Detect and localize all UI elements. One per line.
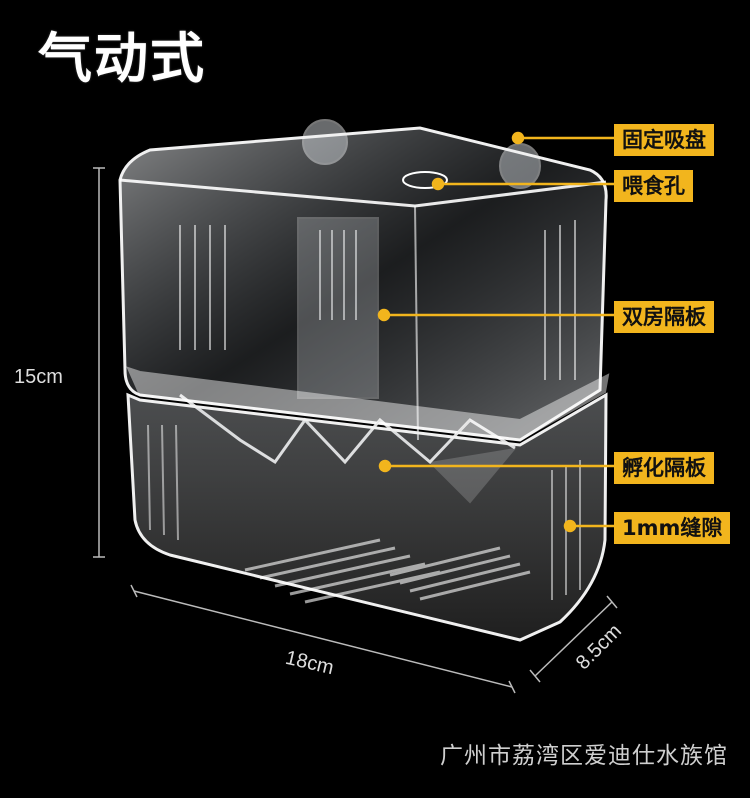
callout-lines: [377, 131, 614, 533]
hatch-divider-label: 孵化隔板: [614, 452, 714, 484]
suction-cup-label: 固定吸盘: [614, 124, 714, 156]
page-title: 气动式: [38, 27, 206, 90]
height-dimension: 15cm: [14, 366, 63, 388]
dimension-lines: [93, 167, 618, 694]
divider-label: 双房隔板: [614, 301, 714, 333]
gap-label: 1mm缝隙: [614, 512, 731, 544]
feed-hole-label: 喂食孔: [614, 170, 693, 202]
store-name: 广州市荔湾区爱迪仕水族馆: [440, 743, 728, 769]
